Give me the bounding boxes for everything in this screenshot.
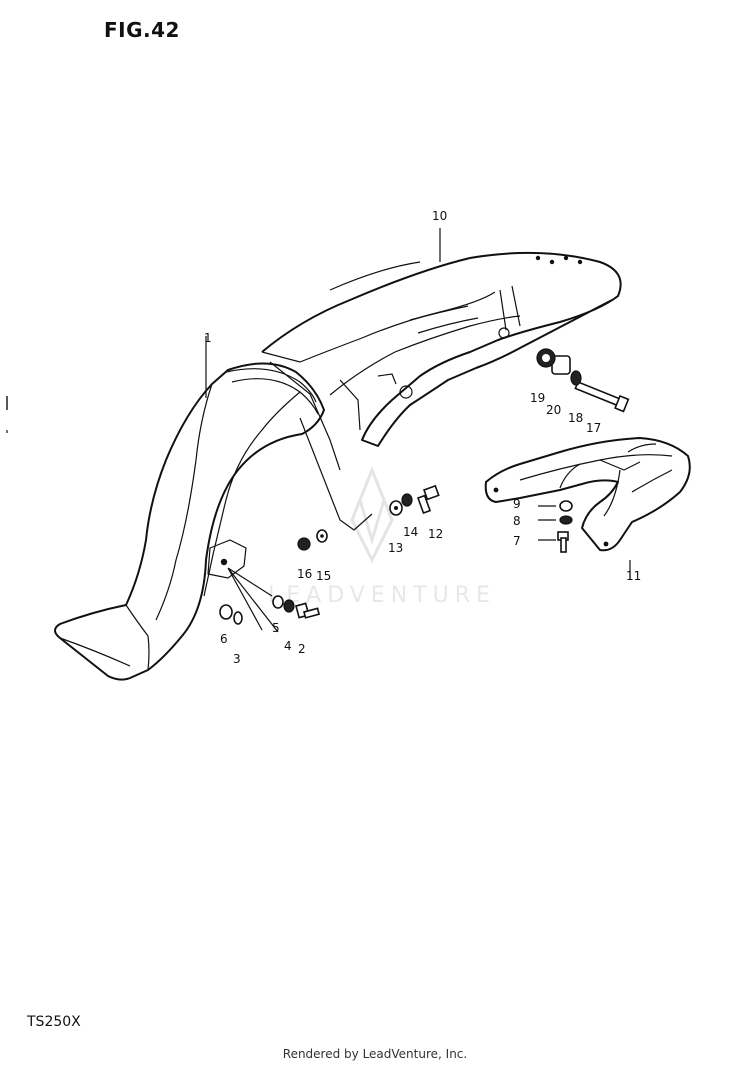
washer-part-4[interactable] xyxy=(283,599,295,613)
callout-15: 15 xyxy=(316,569,331,583)
callout-12: 12 xyxy=(428,527,443,541)
callout-13: 13 xyxy=(388,541,403,555)
washer-part-18[interactable] xyxy=(570,370,582,386)
callout-8: 8 xyxy=(513,514,521,528)
rear-fender-upper-part-10[interactable] xyxy=(261,251,622,447)
callout-labels: 1 2 3 4 5 6 7 8 9 10 11 12 13 14 15 16 1… xyxy=(204,209,641,666)
callout-18: 18 xyxy=(568,411,583,425)
nut-part-13[interactable] xyxy=(389,500,403,516)
callout-4: 4 xyxy=(284,639,292,653)
washer-part-14[interactable] xyxy=(401,493,413,507)
bolt-part-12[interactable] xyxy=(416,484,440,515)
washer-part-3[interactable] xyxy=(233,611,243,625)
figure-title: FIG.42 xyxy=(104,18,180,42)
callout-20: 20 xyxy=(546,403,561,417)
callout-2: 2 xyxy=(298,642,306,656)
callout-11: 11 xyxy=(626,569,641,583)
nut-part-6[interactable] xyxy=(219,604,233,620)
callout-5: 5 xyxy=(272,621,280,635)
washer-part-15[interactable] xyxy=(316,529,328,543)
callout-7: 7 xyxy=(513,534,521,548)
callout-19: 19 xyxy=(530,391,545,405)
callout-3: 3 xyxy=(233,652,241,666)
washer-part-5[interactable] xyxy=(272,595,284,609)
leader-lines xyxy=(205,228,631,633)
render-credit: Rendered by LeadVenture, Inc. xyxy=(282,1047,468,1061)
callout-17: 17 xyxy=(586,421,601,435)
callout-16: 16 xyxy=(297,567,312,581)
rear-fender-part-1[interactable] xyxy=(54,361,341,681)
callout-10: 10 xyxy=(432,209,447,223)
callout-14: 14 xyxy=(403,525,418,539)
callout-9: 9 xyxy=(513,497,521,511)
bracket-part-11[interactable] xyxy=(484,437,691,552)
callout-1: 1 xyxy=(204,331,212,345)
callout-6: 6 xyxy=(220,632,228,646)
bolt-part-7[interactable] xyxy=(557,531,569,553)
bolt-part-2[interactable] xyxy=(295,602,321,619)
nut-part-16[interactable] xyxy=(297,537,311,551)
washer-part-8[interactable] xyxy=(559,515,573,525)
hardware-group xyxy=(219,348,630,625)
bolt-part-17[interactable] xyxy=(574,380,630,413)
model-code: TS250X xyxy=(27,1014,81,1030)
grommet-part-19[interactable] xyxy=(536,348,556,368)
nut-part-9[interactable] xyxy=(559,500,573,512)
